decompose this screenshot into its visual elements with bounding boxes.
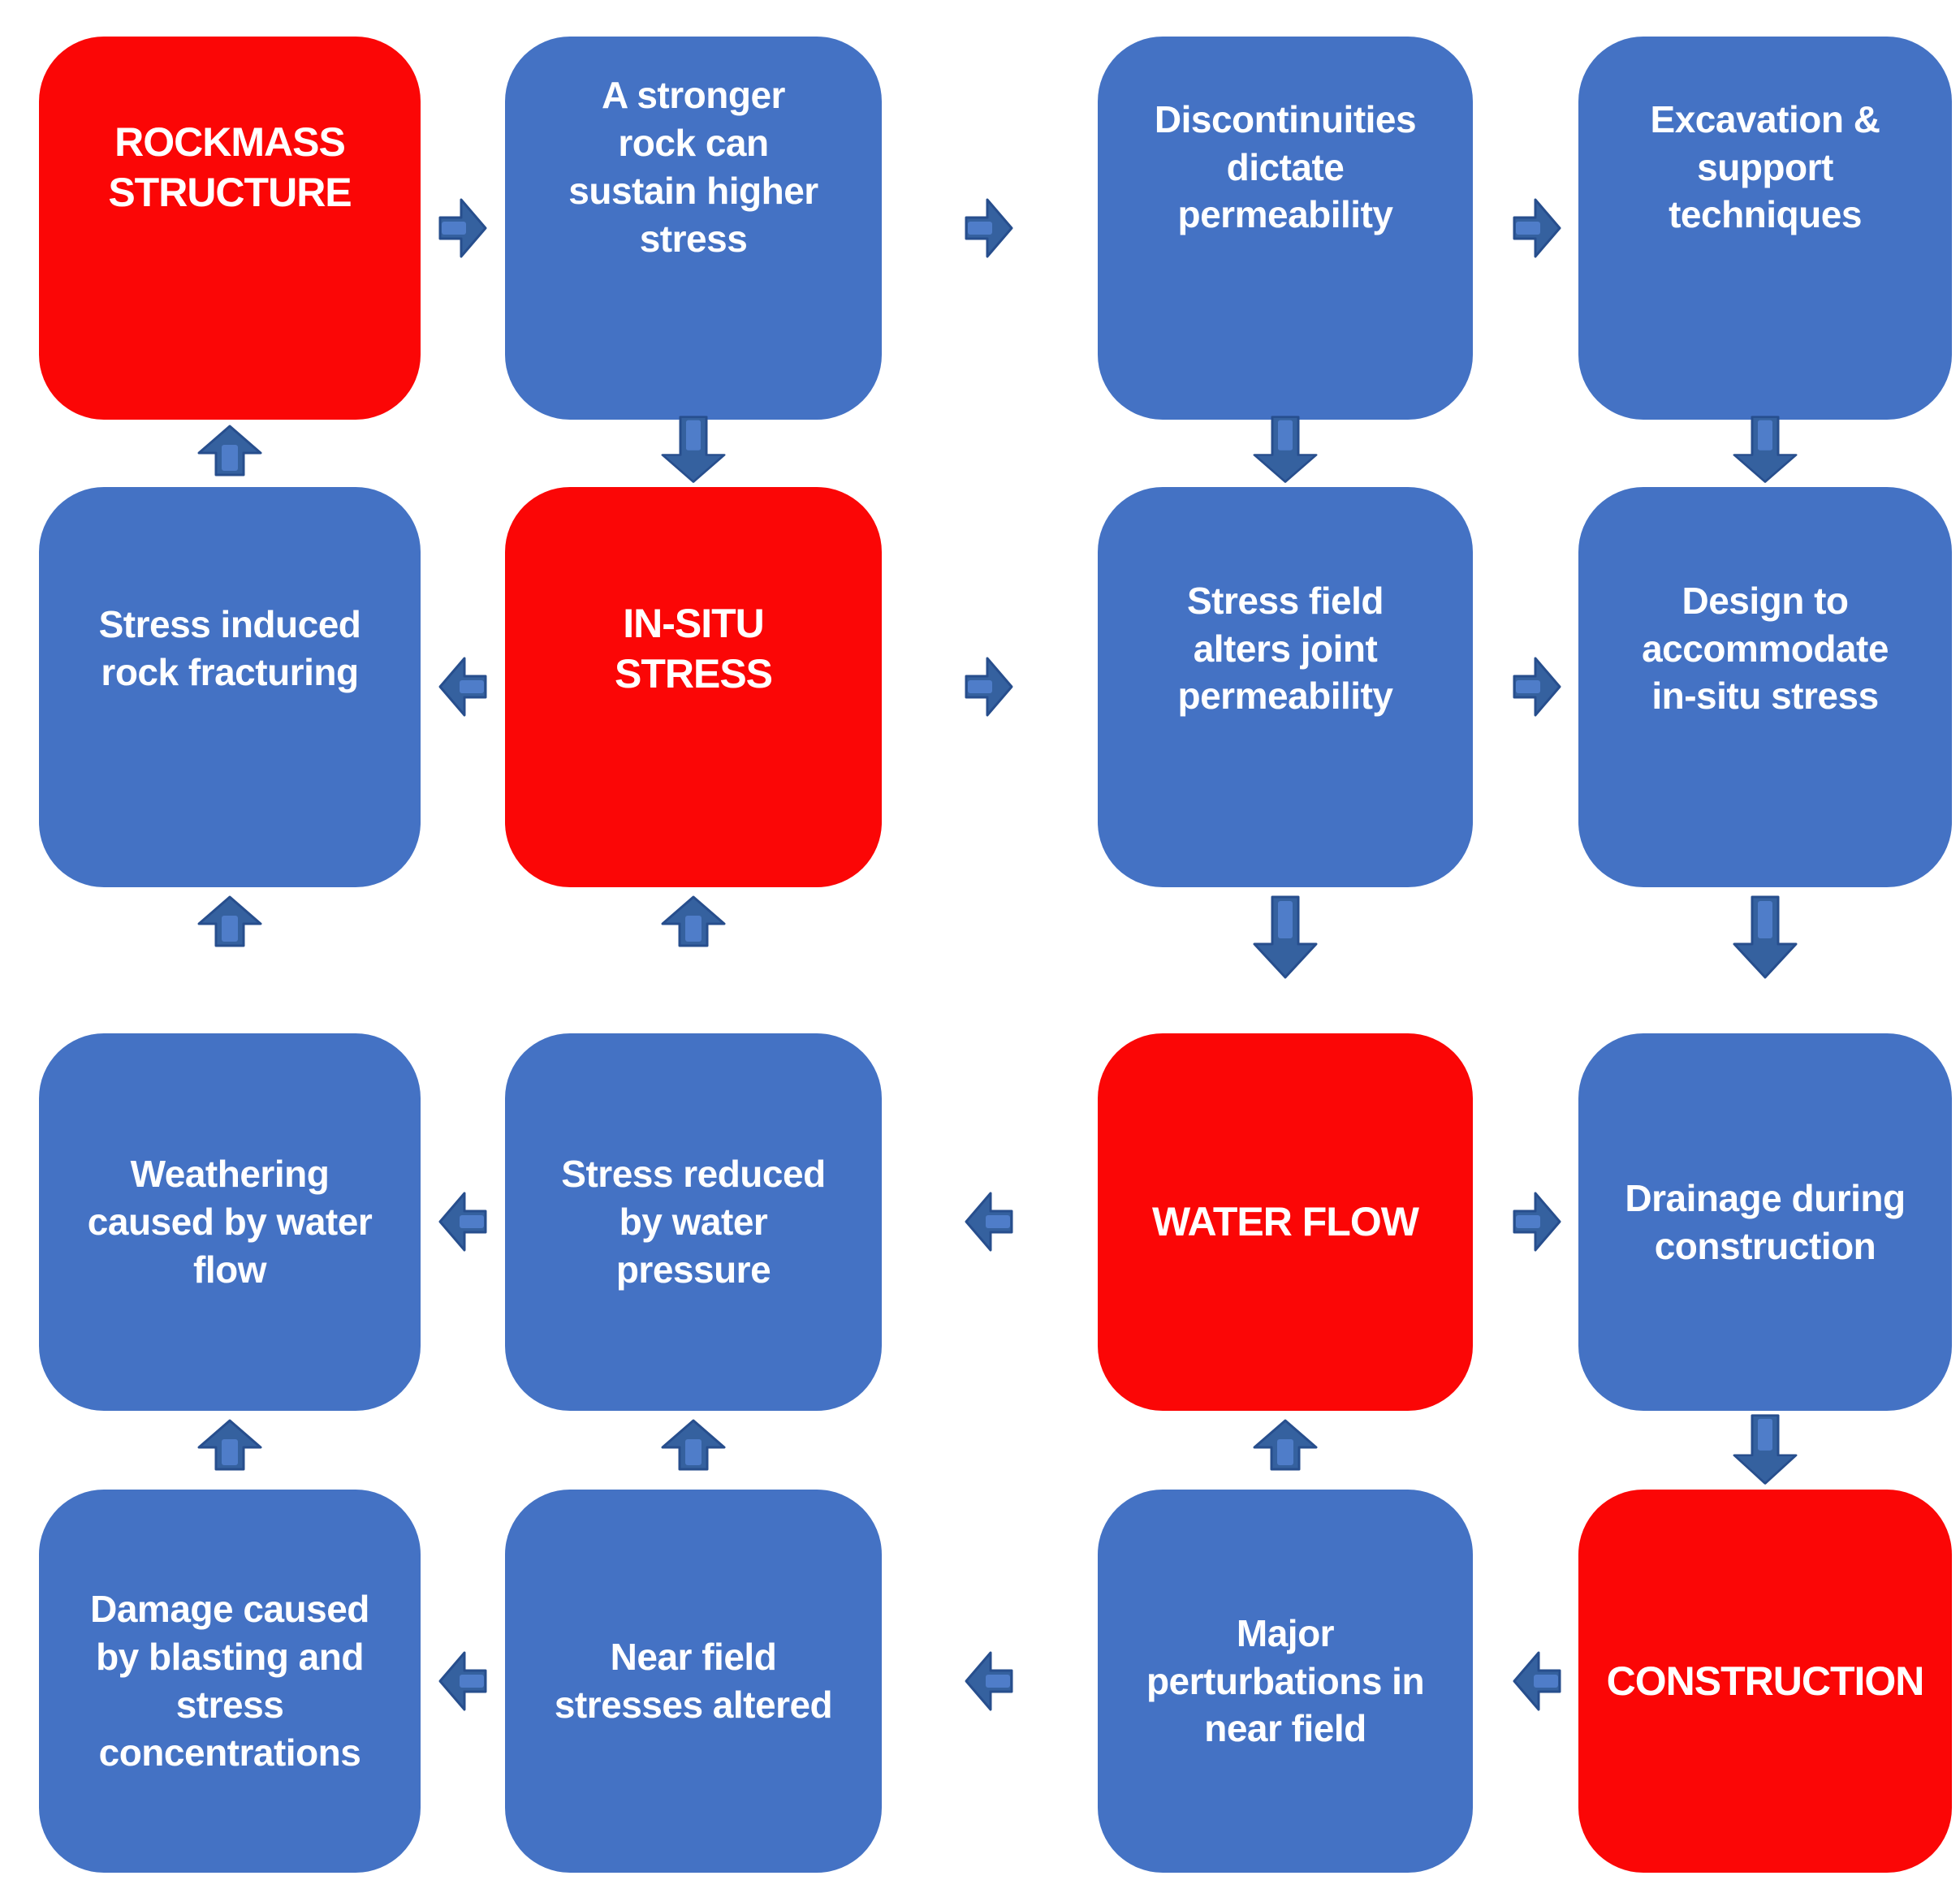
arrow-right-icon [1513, 1190, 1561, 1253]
arrow-left-icon [965, 1649, 1013, 1713]
arrow-up-icon [196, 424, 264, 477]
arrow-down-icon [1731, 893, 1799, 982]
node-in-situ-stress: IN-SITU STRESS [505, 487, 882, 887]
arrow-down-icon [1731, 416, 1799, 484]
node-label: Excavation & support techniques [1650, 97, 1880, 236]
node-label: Stress reduced by water pressure [561, 1153, 826, 1291]
arrow-down-icon [1251, 893, 1319, 982]
arrow-left-icon [438, 1649, 487, 1713]
node-stress-induced: Stress induced rock fracturing [39, 487, 421, 887]
arrow-right-icon [438, 196, 487, 260]
arrow-up-icon [1251, 1418, 1319, 1472]
node-design: Design to accommodate in-situ stress [1578, 487, 1952, 887]
arrow-up-icon [196, 1418, 264, 1472]
node-damage: Damage caused by blasting and stress con… [39, 1490, 421, 1873]
arrow-up-icon [659, 895, 727, 948]
arrow-left-icon [1513, 1649, 1561, 1713]
node-label: Damage caused by blasting and stress con… [90, 1588, 369, 1774]
node-near-field: Near field stresses altered [505, 1490, 882, 1873]
node-major-perturbations: Major perturbations in near field [1098, 1490, 1473, 1873]
node-excavation: Excavation & support techniques [1578, 37, 1952, 420]
node-rockmass-structure: ROCKMASS STRUCTURE [39, 37, 421, 420]
node-label: Drainage during construction [1625, 1176, 1906, 1267]
node-label: Design to accommodate in-situ stress [1642, 579, 1889, 718]
node-weathering: Weathering caused by water flow [39, 1033, 421, 1411]
node-label: CONSTRUCTION [1606, 1658, 1925, 1704]
node-label: ROCKMASS STRUCTURE [108, 119, 352, 216]
node-drainage: Drainage during construction [1578, 1033, 1952, 1411]
node-label: Weathering caused by water flow [87, 1153, 373, 1291]
node-stress-reduced: Stress reduced by water pressure [505, 1033, 882, 1411]
node-construction: CONSTRUCTION [1578, 1490, 1952, 1873]
arrow-up-icon [659, 1418, 727, 1472]
arrow-left-icon [438, 655, 487, 718]
node-stress-field: Stress field alters joint permeability [1098, 487, 1473, 887]
arrow-right-icon [965, 655, 1013, 718]
arrow-down-icon [1251, 416, 1319, 484]
arrow-right-icon [1513, 655, 1561, 718]
node-label: Stress induced rock fracturing [98, 603, 361, 693]
arrow-down-icon [1731, 1414, 1799, 1485]
node-label: Discontinuities dictate permeability [1154, 97, 1417, 236]
node-label: Major perturbations in near field [1146, 1611, 1425, 1750]
node-label: Stress field alters joint permeability [1177, 579, 1394, 718]
node-label: IN-SITU STRESS [614, 600, 773, 697]
node-stronger-rock: A stronger rock can sustain higher stres… [505, 37, 882, 420]
arrow-right-icon [965, 196, 1013, 260]
arrow-right-icon [1513, 196, 1561, 260]
node-discontinuities: Discontinuities dictate permeability [1098, 37, 1473, 420]
arrow-left-icon [438, 1190, 487, 1253]
arrow-left-icon [965, 1190, 1013, 1253]
node-label: WATER FLOW [1152, 1199, 1419, 1245]
arrow-down-icon [659, 416, 727, 484]
node-water-flow: WATER FLOW [1098, 1033, 1473, 1411]
node-label: Near field stresses altered [554, 1636, 833, 1726]
node-label: A stronger rock can sustain higher stres… [568, 74, 818, 260]
arrow-up-icon [196, 895, 264, 948]
